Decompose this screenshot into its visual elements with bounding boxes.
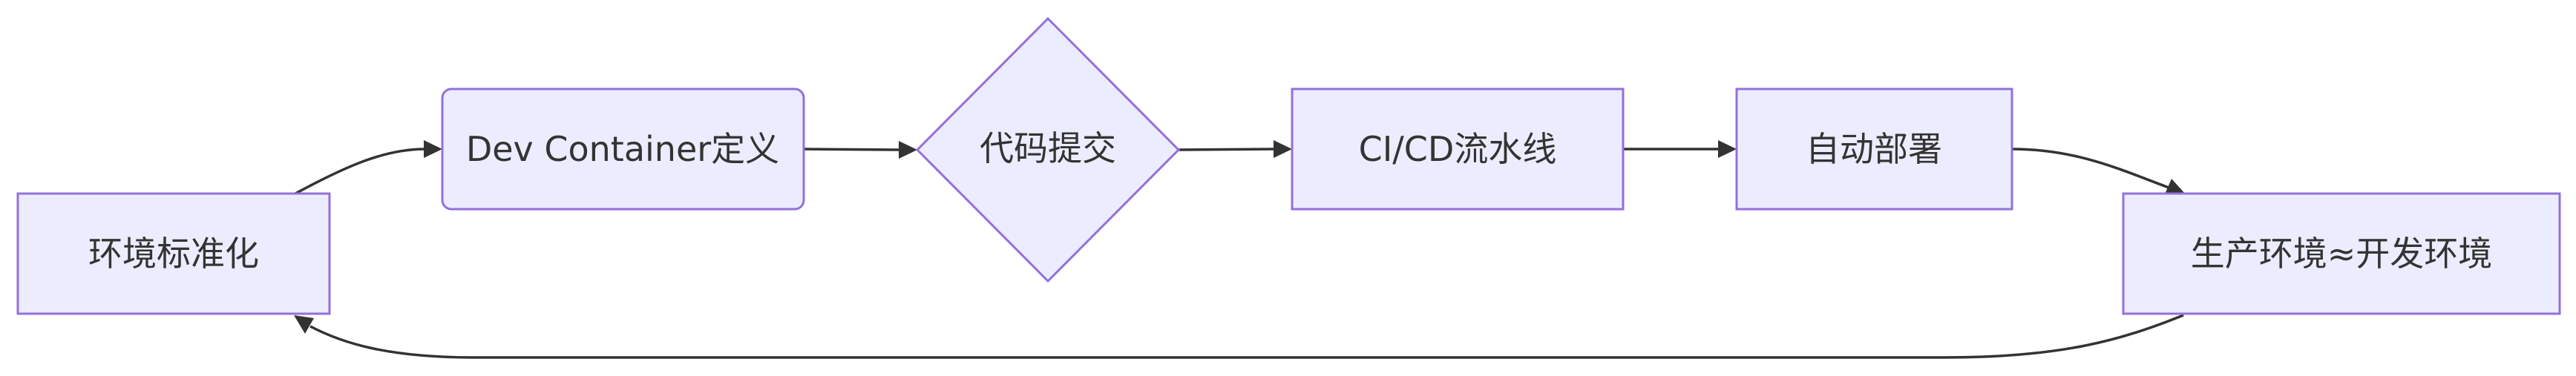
edge-dev-container-to-code-commit bbox=[803, 148, 899, 151]
node-box bbox=[441, 88, 805, 211]
arrowhead bbox=[1718, 140, 1737, 158]
node-label: CI/CD流水线 bbox=[1359, 129, 1557, 169]
node-diamond bbox=[915, 16, 1181, 283]
node-box bbox=[1735, 88, 2013, 211]
node-box bbox=[16, 192, 331, 315]
node-box bbox=[2122, 192, 2561, 315]
edge-code-commit-to-ci-cd bbox=[1178, 148, 1274, 151]
arrowhead bbox=[294, 315, 314, 334]
node-ci-cd[interactable]: CI/CD流水线 bbox=[1291, 88, 1625, 211]
node-env-standardization[interactable]: 环境标准化 bbox=[16, 192, 331, 315]
arrowhead bbox=[2164, 179, 2186, 196]
node-dev-container[interactable]: Dev Container定义 bbox=[441, 88, 805, 211]
edge-env-standardization-to-dev-container bbox=[295, 148, 426, 195]
node-label: 生产环境≈开发环境 bbox=[2191, 234, 2493, 274]
node-auto-deploy[interactable]: 自动部署 bbox=[1735, 88, 2013, 211]
node-box bbox=[1291, 88, 1625, 211]
edge-auto-deploy-to-prod-equals-dev bbox=[2011, 148, 2172, 190]
arrowhead bbox=[899, 141, 917, 159]
edge-prod-equals-dev-to-env-standardization bbox=[309, 314, 2184, 359]
node-label: 环境标准化 bbox=[88, 234, 259, 274]
node-label: Dev Container定义 bbox=[466, 129, 779, 169]
node-label: 代码提交 bbox=[980, 128, 1116, 168]
node-prod-equals-dev[interactable]: 生产环境≈开发环境 bbox=[2122, 192, 2561, 315]
edges bbox=[294, 140, 2186, 359]
node-code-commit[interactable]: 代码提交 bbox=[915, 16, 1181, 283]
arrowhead bbox=[1274, 140, 1292, 158]
arrowhead bbox=[424, 140, 442, 158]
node-label: 自动部署 bbox=[1806, 129, 1942, 169]
